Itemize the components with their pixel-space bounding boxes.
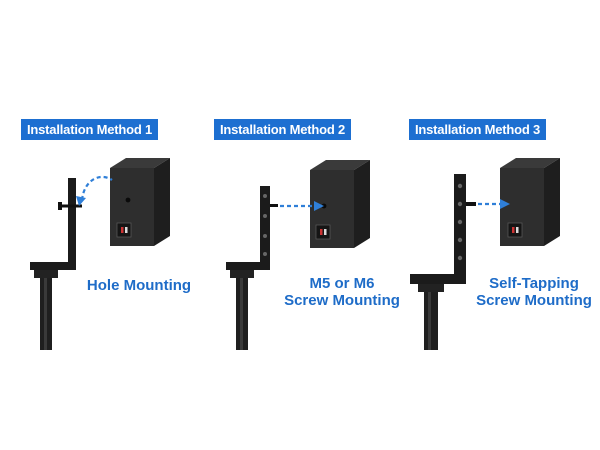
keyhole-icon (125, 197, 131, 203)
method-2-illustration (226, 160, 370, 350)
screw-icon (270, 204, 278, 207)
speaker-cabinet (310, 160, 370, 248)
method-1-badge: Installation Method 1 (21, 119, 159, 140)
terminal-plate (116, 222, 132, 238)
curved-arrow-icon (80, 175, 113, 201)
l-bracket (30, 178, 82, 350)
terminal-plate (507, 222, 523, 238)
l-bracket (410, 174, 476, 350)
method-1-illustration (30, 158, 170, 350)
l-bracket (226, 186, 278, 350)
method-2-caption: M5 or M6 Screw Mounting (284, 275, 400, 309)
method-3-illustration (410, 158, 560, 350)
screw-head-icon (58, 202, 62, 210)
method-1-caption: Hole Mounting (86, 277, 192, 294)
speaker-cabinet (500, 158, 560, 246)
method-3-panel: Installation Method 3 Self-Tapping (400, 0, 600, 450)
method-2-badge: Installation Method 2 (214, 119, 352, 140)
terminal-plate (315, 224, 331, 240)
method-3-badge: Installation Method 3 (409, 119, 547, 140)
self-tapping-screw-icon (466, 202, 476, 206)
method-2-panel: Installation Method 2 M5 or M6 Scr (200, 0, 400, 450)
method-3-caption: Self-Tapping Screw Mounting (476, 275, 592, 309)
speaker-cabinet (110, 158, 170, 246)
method-1-panel: Installation Method 1 Hole Mounting (0, 0, 200, 450)
